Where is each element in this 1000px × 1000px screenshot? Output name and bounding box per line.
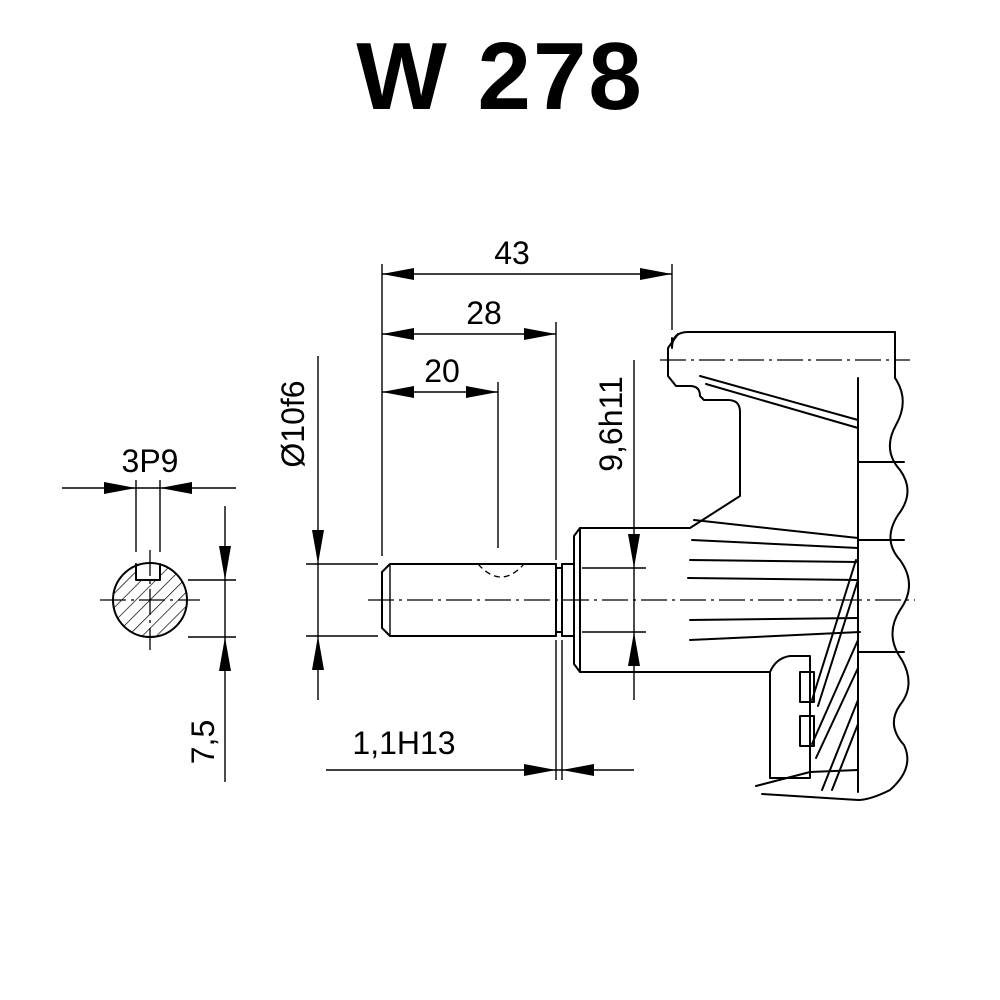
overall-length-label: 43 xyxy=(494,235,530,271)
break-line xyxy=(857,331,910,801)
key-height-dimension: 7,5 xyxy=(185,506,236,782)
key-width-label: 3P9 xyxy=(122,443,179,479)
shoulder-length-label: 28 xyxy=(466,295,502,331)
overall-length-dimension: 43 xyxy=(382,235,672,280)
groove-width-dimension: 1,1H13 xyxy=(326,640,634,780)
drawing-title: W 278 xyxy=(356,23,644,130)
keyway-length-label: 20 xyxy=(424,353,460,389)
housing-lower-bracket xyxy=(769,655,811,779)
groove-diameter-label: 9,6h11 xyxy=(593,376,629,472)
shaft-diameter-label: Ø10f6 xyxy=(275,380,311,467)
shaft-collar xyxy=(573,527,771,673)
engine-housing xyxy=(660,331,910,801)
shaft-cross-section xyxy=(100,550,200,650)
housing-upper-wall xyxy=(667,333,741,529)
groove-diameter-dimension: 9,6h11 xyxy=(582,360,646,700)
key-width-dimension: 3P9 xyxy=(62,443,236,552)
shaft-side-view xyxy=(368,527,915,673)
groove-width-label: 1,1H13 xyxy=(352,725,455,761)
key-slot xyxy=(135,563,161,581)
shaft-diameter-dimension: Ø10f6 xyxy=(275,356,378,700)
key-height-label: 7,5 xyxy=(185,720,221,764)
keyway-hidden-line xyxy=(477,563,525,578)
keyway-length-dimension: 20 xyxy=(382,353,498,398)
shoulder-length-dimension: 28 xyxy=(382,295,556,340)
